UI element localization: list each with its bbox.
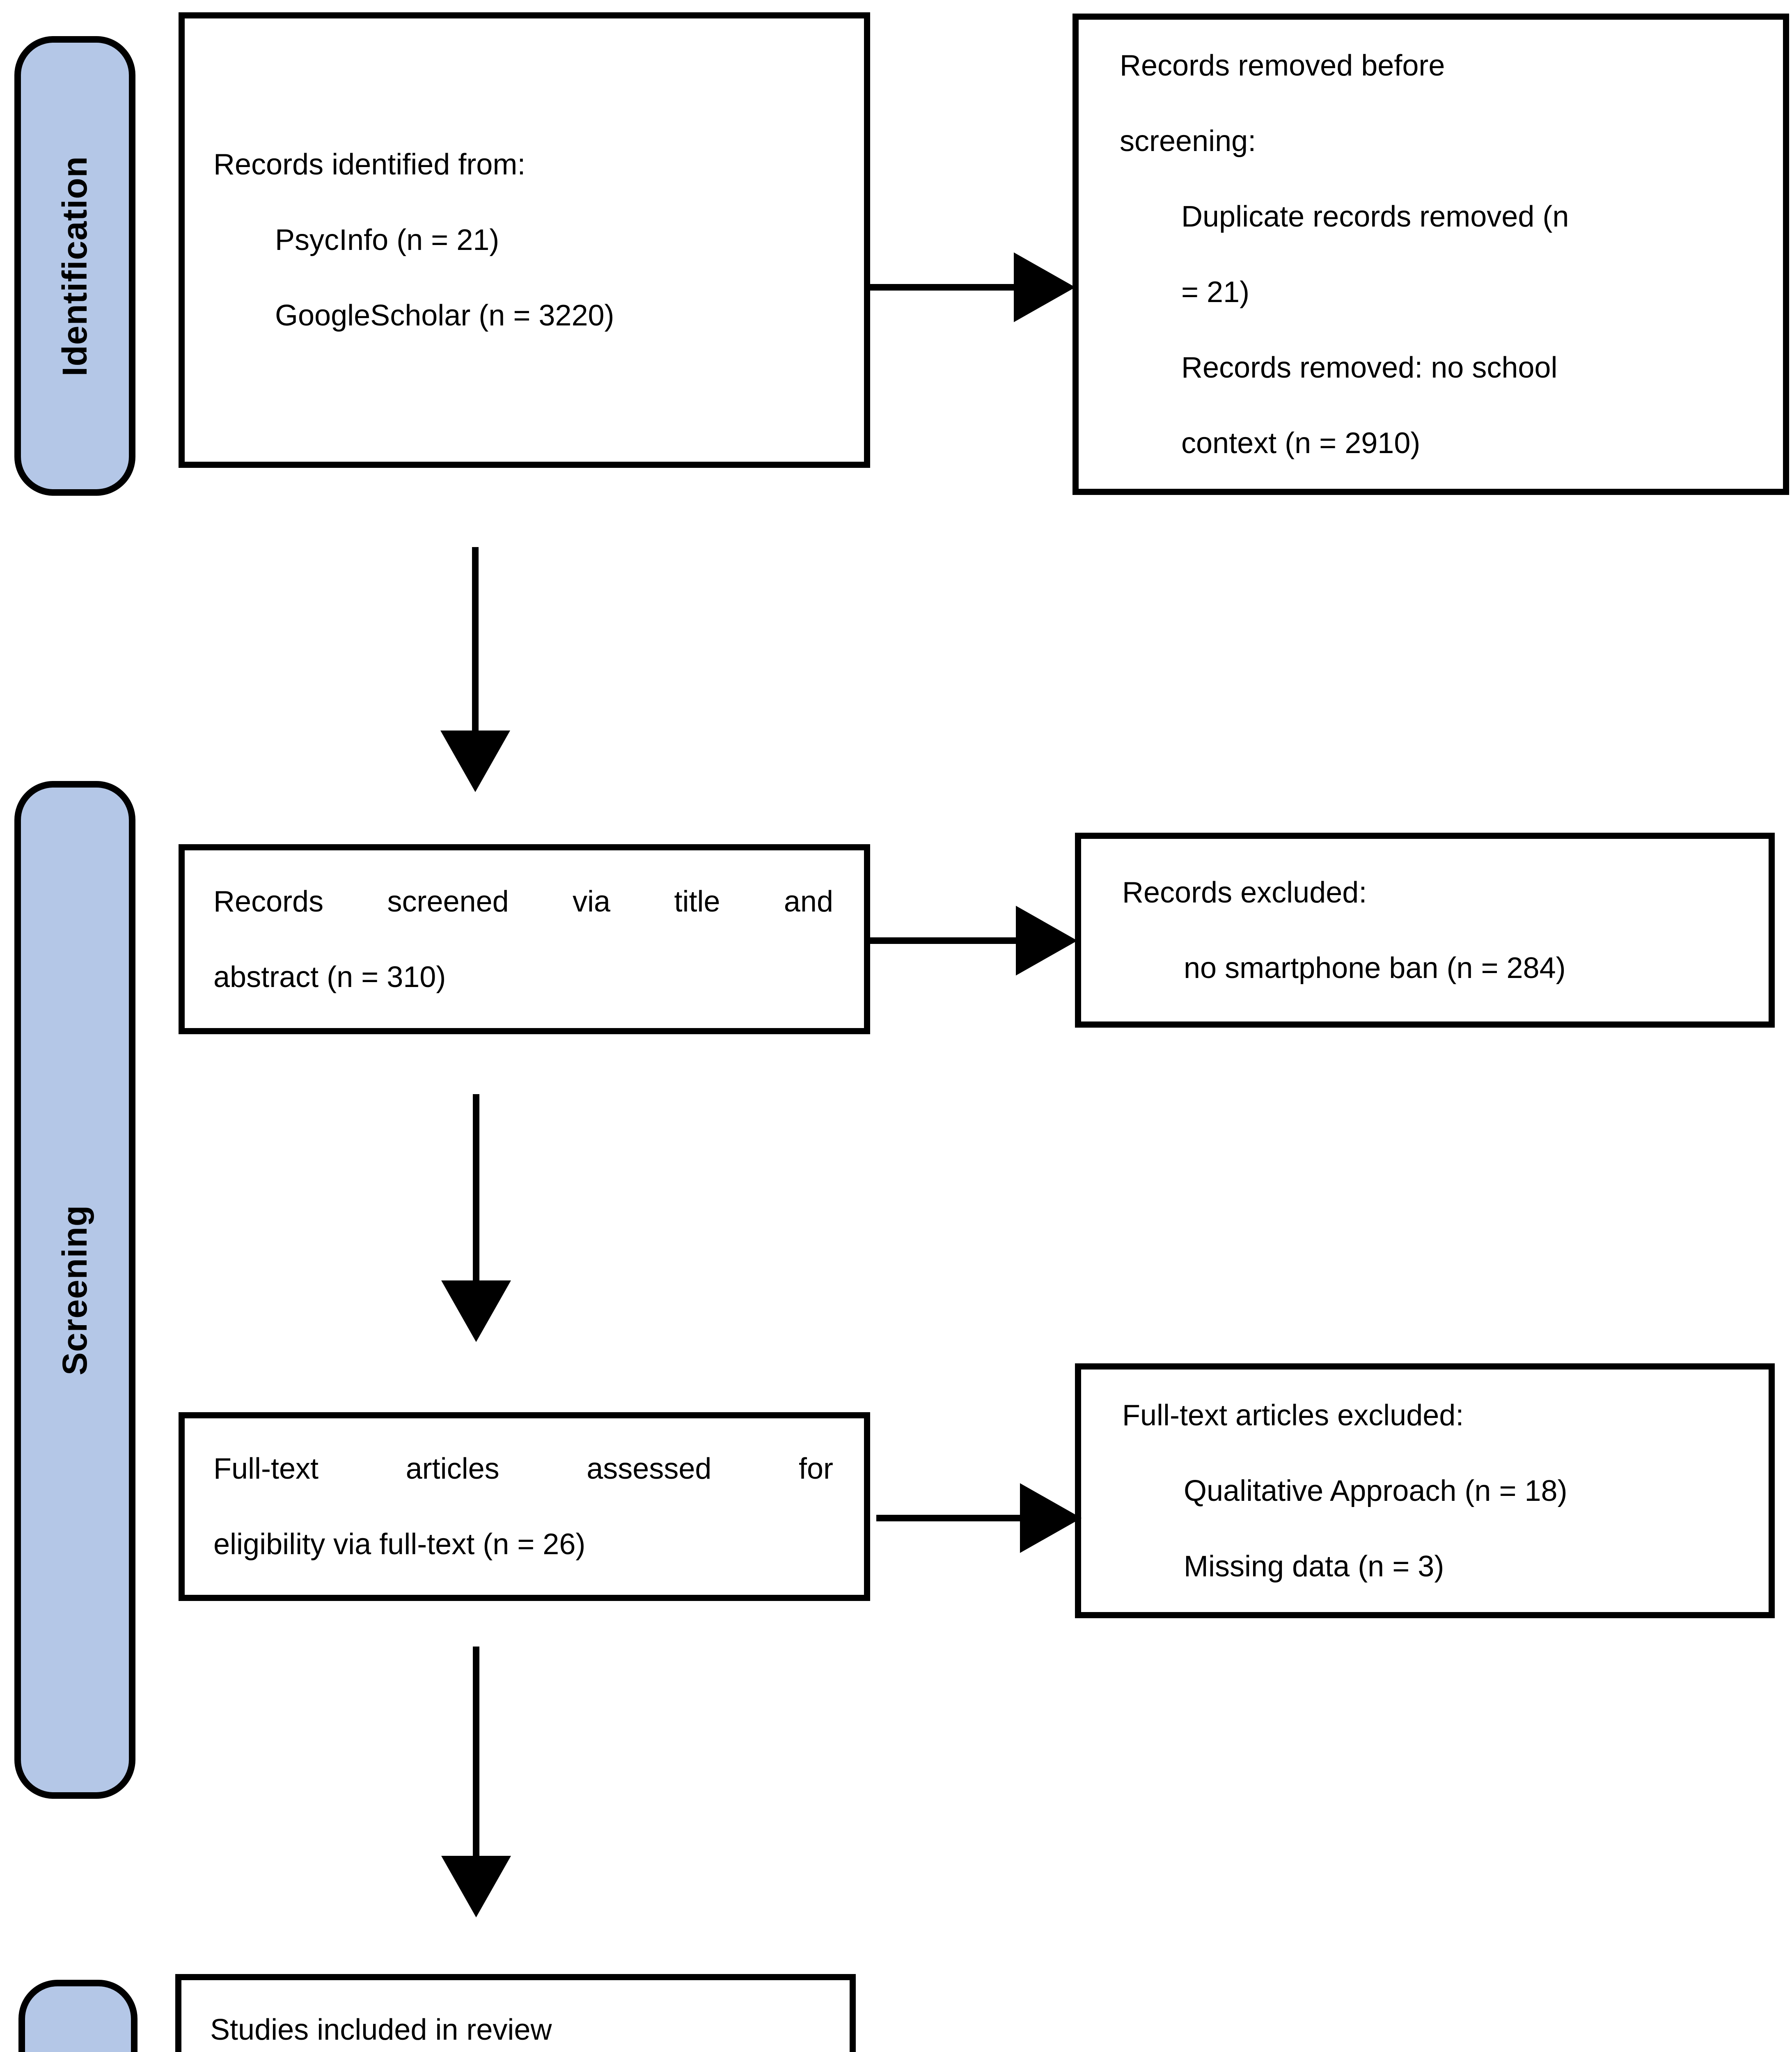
- box-line: no smartphone ban (n = 284): [1184, 951, 1566, 985]
- box-line: Duplicate records removed (n: [1181, 200, 1569, 233]
- arrow-fulltext-to-excluded: [876, 1483, 1082, 1553]
- stage-identification: Identification: [14, 36, 135, 496]
- box-line: context (n = 2910): [1181, 426, 1421, 460]
- stage-identification-label: Identification: [55, 156, 94, 376]
- arrow-screened-to-fulltext: [441, 1094, 511, 1342]
- box-line: Records screened via title and: [213, 885, 833, 918]
- box-line: Records removed: no school: [1181, 351, 1558, 384]
- records-identified-box: Records identified from: PsycInfo (n = 2…: [179, 12, 870, 468]
- records-screened-box: Records screened via title and abstract …: [179, 844, 870, 1034]
- stage-screening: Screening: [14, 781, 135, 1799]
- box-line: Records identified from:: [213, 148, 526, 181]
- box-line: = 21): [1181, 275, 1250, 309]
- box-line: Records excluded:: [1122, 876, 1367, 909]
- fulltext-excluded-box: Full-text articles excluded: Qualitative…: [1075, 1363, 1775, 1618]
- stage-included: Included: [18, 1980, 137, 2052]
- records-excluded-box: Records excluded: no smartphone ban (n =…: [1075, 833, 1775, 1028]
- box-line: Missing data (n = 3): [1184, 1550, 1444, 1583]
- records-removed-before-screening-box: Records removed before screening: Duplic…: [1072, 14, 1789, 495]
- box-line: Full-text articles assessed for: [213, 1452, 833, 1485]
- box-line: Records removed before: [1120, 49, 1445, 82]
- fulltext-assessed-box: Full-text articles assessed for eligibil…: [179, 1412, 870, 1601]
- stage-screening-label: Screening: [55, 1205, 94, 1375]
- stage-included-label: Included: [58, 2050, 98, 2052]
- box-line: eligibility via full-text (n = 26): [213, 1528, 586, 1561]
- arrow-fulltext-to-included: [441, 1647, 511, 1917]
- box-line: GoogleScholar (n = 3220): [275, 299, 614, 332]
- studies-included-box: Studies included in review (n = 5) Repor…: [175, 1974, 856, 2052]
- arrow-screened-to-excluded: [870, 906, 1077, 976]
- box-line: PsycInfo (n = 21): [275, 224, 500, 256]
- box-line: Studies included in review: [210, 2013, 552, 2046]
- arrow-identified-to-removed: [870, 252, 1075, 322]
- box-line: abstract (n = 310): [213, 960, 446, 994]
- box-line: Qualitative Approach (n = 18): [1184, 1474, 1567, 1507]
- arrow-identified-to-screened: [440, 547, 510, 792]
- box-line: screening:: [1120, 124, 1256, 158]
- box-line: Full-text articles excluded:: [1122, 1399, 1464, 1432]
